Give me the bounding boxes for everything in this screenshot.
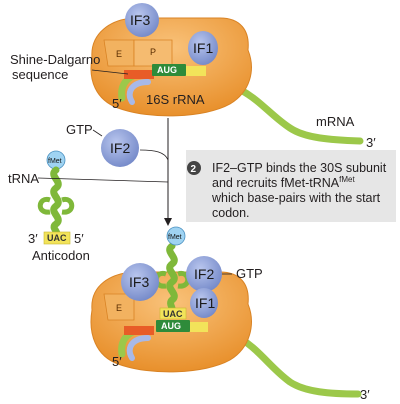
middle-anticodon-text: UAC [47, 233, 67, 243]
bottom-if3-label: IF3 [129, 274, 149, 290]
bottom-fmet-label: fMet [168, 234, 182, 241]
bottom-gtp-label: GTP [236, 266, 263, 281]
bottom-fmet-aminoacid [166, 226, 186, 246]
bottom-aug-codon-text: AUG [161, 321, 181, 331]
top-site-e-label: E [116, 49, 122, 59]
top-mrna-label: mRNA [316, 114, 355, 129]
bottom-five-prime-label: 5′ [112, 354, 122, 369]
middle-if2-label: IF2 [110, 140, 130, 156]
top-if3-label: IF3 [130, 12, 150, 28]
step-line-1: IF2–GTP binds the 30S subunit [212, 161, 387, 175]
top-if3-factor [125, 3, 159, 37]
middle-trna-label: tRNA [8, 171, 39, 186]
top-16s-rrna [126, 79, 151, 105]
middle-gtp-pointer [92, 129, 103, 137]
middle-gtp-label: GTP [66, 122, 93, 137]
top-initiation-complex: E P AUG IF3 IF1 Shine-Dalgarno sequence … [10, 3, 376, 150]
top-16s-rrna-label: 16S rRNA [146, 92, 205, 107]
step-box [186, 150, 396, 222]
middle-components: GTP IF2 tRNA fMet 3′ UAC 5′ Anticodon [8, 118, 172, 263]
bottom-if1-label: IF1 [195, 295, 215, 311]
top-site-p-label: P [150, 47, 156, 57]
top-shine-dalgarno-segment [124, 70, 154, 79]
middle-trna-loop [37, 196, 75, 215]
top-three-prime-label: 3′ [366, 135, 376, 150]
step-number: 2 [191, 164, 197, 175]
shine-dalgarno-pointer [91, 69, 129, 75]
middle-fmet-label: fMet [48, 158, 62, 165]
bottom-site-e-pocket [103, 293, 135, 321]
middle-if2-factor [101, 129, 139, 167]
bottom-initiation-complex: E fMet UAC AUG IF3 IF2 IF1 GTP 5′ 3′ [90, 226, 370, 402]
step-line-3: which base-pairs with the start [211, 191, 381, 205]
top-aug-codon [152, 64, 186, 76]
top-mrna-yellow-segment [186, 66, 206, 76]
bottom-16s-rrna [126, 335, 151, 361]
bottom-if2-label: IF2 [194, 266, 214, 282]
middle-anticodon [43, 231, 71, 245]
bottom-anticodon-text: UAC [163, 309, 183, 319]
bottom-if1-factor [190, 288, 218, 318]
step-line-2: and recruits fMet-tRNAfMet [212, 175, 355, 190]
middle-trna-three-prime: 3′ [28, 231, 38, 246]
bottom-anticodon [159, 307, 187, 320]
step-line-4: codon. [212, 206, 250, 220]
bottom-three-prime-label: 3′ [360, 387, 370, 402]
bottom-site-e-label: E [116, 303, 122, 313]
shine-dalgarno-label: Shine-Dalgarno sequence [10, 52, 104, 82]
if2-join-arrow [139, 149, 169, 161]
top-five-prime-label: 5′ [112, 96, 122, 111]
top-aug-codon-text: AUG [157, 65, 177, 75]
step-2-description: 2 IF2–GTP binds the 30S subunit and recr… [186, 150, 396, 222]
bottom-aug-codon [156, 320, 190, 332]
trna-join-arrow [37, 177, 169, 183]
middle-trna-five-prime: 5′ [74, 231, 84, 246]
middle-trna-body [50, 166, 62, 240]
bottom-shine-dalgarno-segment [124, 326, 154, 335]
top-if1-factor [188, 31, 218, 65]
step-number-badge [187, 161, 201, 175]
anticodon-label: Anticodon [32, 248, 90, 263]
bottom-mrna-yellow-segment [190, 322, 208, 332]
top-if1-label: IF1 [193, 40, 213, 56]
bottom-if2-factor [186, 256, 222, 292]
bottom-trna-body [166, 242, 178, 316]
bottom-if3-factor [121, 263, 159, 301]
